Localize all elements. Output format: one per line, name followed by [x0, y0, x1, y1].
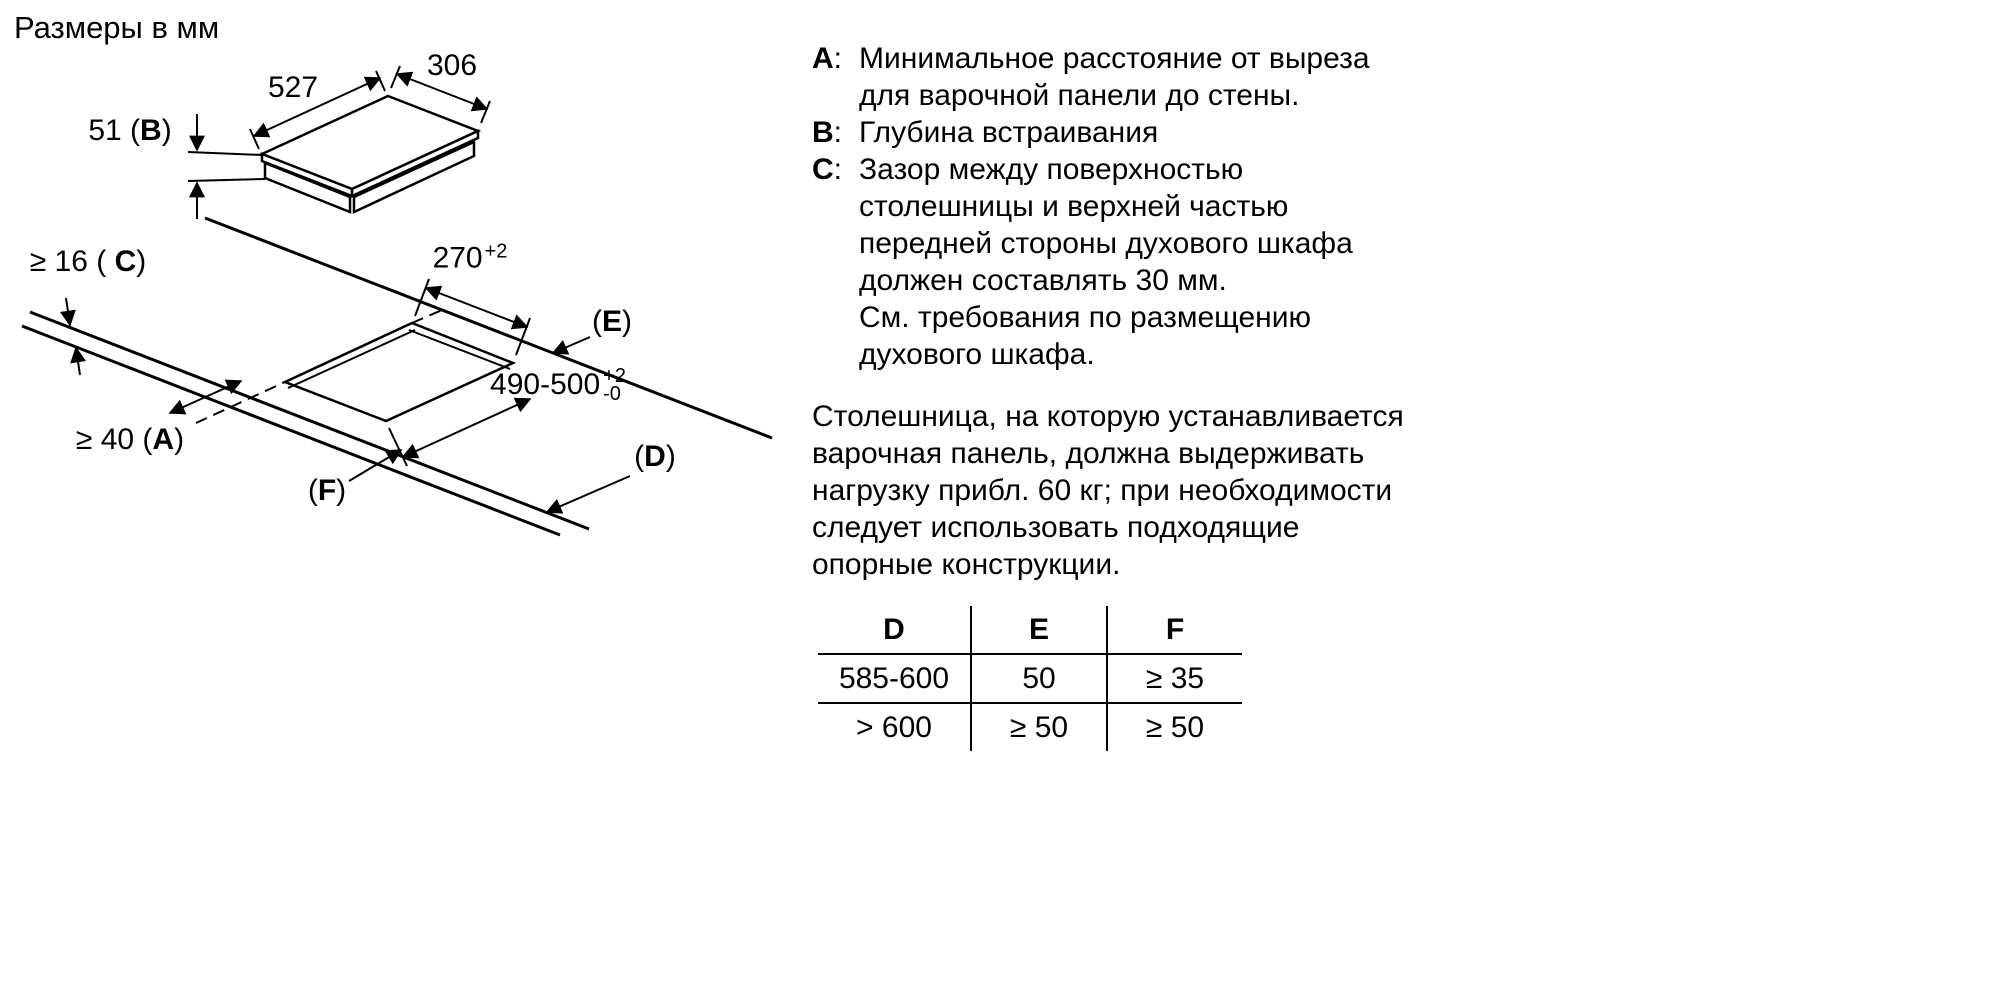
technical-drawing: Размеры в мм 527 306 51 (B) ≥ 16 ( C) ≥ … — [0, 0, 800, 780]
table-cell-f2: ≥ 50 — [1145, 711, 1205, 744]
dim-527-label: 527 — [267, 71, 319, 104]
legend-text-b: Глубина встраивания — [859, 116, 1159, 149]
table-header-d: D — [818, 606, 972, 655]
legend-key-c: C: — [812, 153, 843, 186]
dim-306-label: 306 — [426, 49, 478, 82]
dimensions-table: D E F 585-600 50 ≥ 35 > 600 ≥ 50 ≥ 50 — [818, 606, 1242, 751]
cutout-inner-edge-top — [408, 329, 511, 370]
dim-51-b — [187, 114, 266, 219]
table-cell-f1: ≥ 35 — [1107, 654, 1242, 704]
dim-306 — [390, 65, 491, 124]
dim-306-ext-2 — [480, 100, 491, 124]
worktop-front-edge-top-line — [29, 310, 590, 531]
drawing-canvas — [21, 65, 773, 537]
dim-51-ref-bottom — [187, 178, 266, 182]
hob-panel-glass-edge-right — [350, 129, 480, 198]
dim-306-arrow-line — [395, 71, 489, 112]
dim-16-c — [59, 297, 87, 376]
table-cell-e2: ≥ 50 — [971, 703, 1108, 751]
legend-key-a: A: — [812, 42, 843, 75]
dim-527-ext-1 — [375, 70, 386, 92]
leader-e-arrow — [551, 336, 591, 355]
table-header-e: E — [971, 606, 1108, 655]
dim-527 — [249, 70, 386, 150]
table-cell-d2: > 600 — [818, 703, 972, 751]
dim-16-arrow-up — [70, 346, 87, 376]
dim-270-arrow-line — [424, 285, 529, 330]
dim-490-arrow-line — [401, 397, 532, 459]
leader-d-arrow — [545, 475, 631, 514]
dim-16-c-label: ≥ 16 ( C) — [29, 245, 147, 278]
label-d: (D) — [634, 440, 676, 473]
dim-490 — [388, 397, 532, 467]
hob-panel-body-left — [263, 161, 352, 214]
dim-40-a-arrow-line — [168, 379, 243, 415]
table-cell-e1: 50 — [971, 654, 1108, 704]
label-e: (E) — [591, 305, 633, 338]
table-row: > 600 ≥ 50 ≥ 50 — [818, 703, 1242, 751]
dashed-extension-lower — [195, 381, 286, 424]
dim-270 — [414, 278, 531, 356]
dim-270-ext-1 — [414, 278, 430, 317]
dim-527-arrow-line — [252, 76, 382, 138]
label-f: (F) — [307, 474, 347, 507]
dim-306-ext-1 — [390, 65, 401, 89]
dim-40-a-label: ≥ 40 (A) — [75, 423, 185, 456]
table-cell-d1: 585-600 — [818, 654, 972, 704]
legend-item-b: B: Глубина встраивания — [812, 114, 1370, 151]
legend-text-c: Зазор между поверхностью столешницы и ве… — [859, 153, 1353, 371]
table-header-row: D E F — [818, 606, 1242, 655]
worktop-front-edge-bottom-line — [21, 324, 561, 537]
cutout-inner-edge-left — [287, 329, 416, 389]
leader-arrows — [348, 336, 631, 514]
cutout-width-label: 270+2 — [432, 240, 508, 275]
dim-51-b-label: 51 (B) — [88, 114, 172, 147]
leader-f-arrow — [348, 449, 403, 482]
legend-item-c: C: Зазор между поверхностью столешницы и… — [812, 151, 1370, 373]
table-row: 585-600 50 ≥ 35 — [818, 654, 1242, 704]
cutout-depth-label: 490-500+2-0 — [490, 365, 626, 405]
table-header-f: F — [1107, 606, 1242, 655]
legend-text-a: Минимальное расстояние от выреза для вар… — [859, 42, 1370, 112]
dim-490-ext-1 — [388, 427, 408, 467]
dim-51-ref-top — [187, 151, 263, 156]
dim-527-ext-2 — [249, 128, 260, 150]
legend: A: Минимальное расстояние от выреза для … — [812, 40, 1370, 373]
hob-panel — [258, 94, 482, 214]
legend-item-a: A: Минимальное расстояние от выреза для … — [812, 40, 1370, 114]
worktop-cutout — [281, 321, 517, 423]
dim-16-arrow-down — [59, 297, 76, 327]
cutout-outline — [281, 321, 517, 423]
hob-panel-body-right — [352, 140, 476, 214]
units-note: Размеры в мм — [14, 10, 220, 45]
legend-key-b: B: — [812, 116, 843, 149]
worktop-load-paragraph: Столешница, на которую устанавливается в… — [812, 400, 1404, 581]
